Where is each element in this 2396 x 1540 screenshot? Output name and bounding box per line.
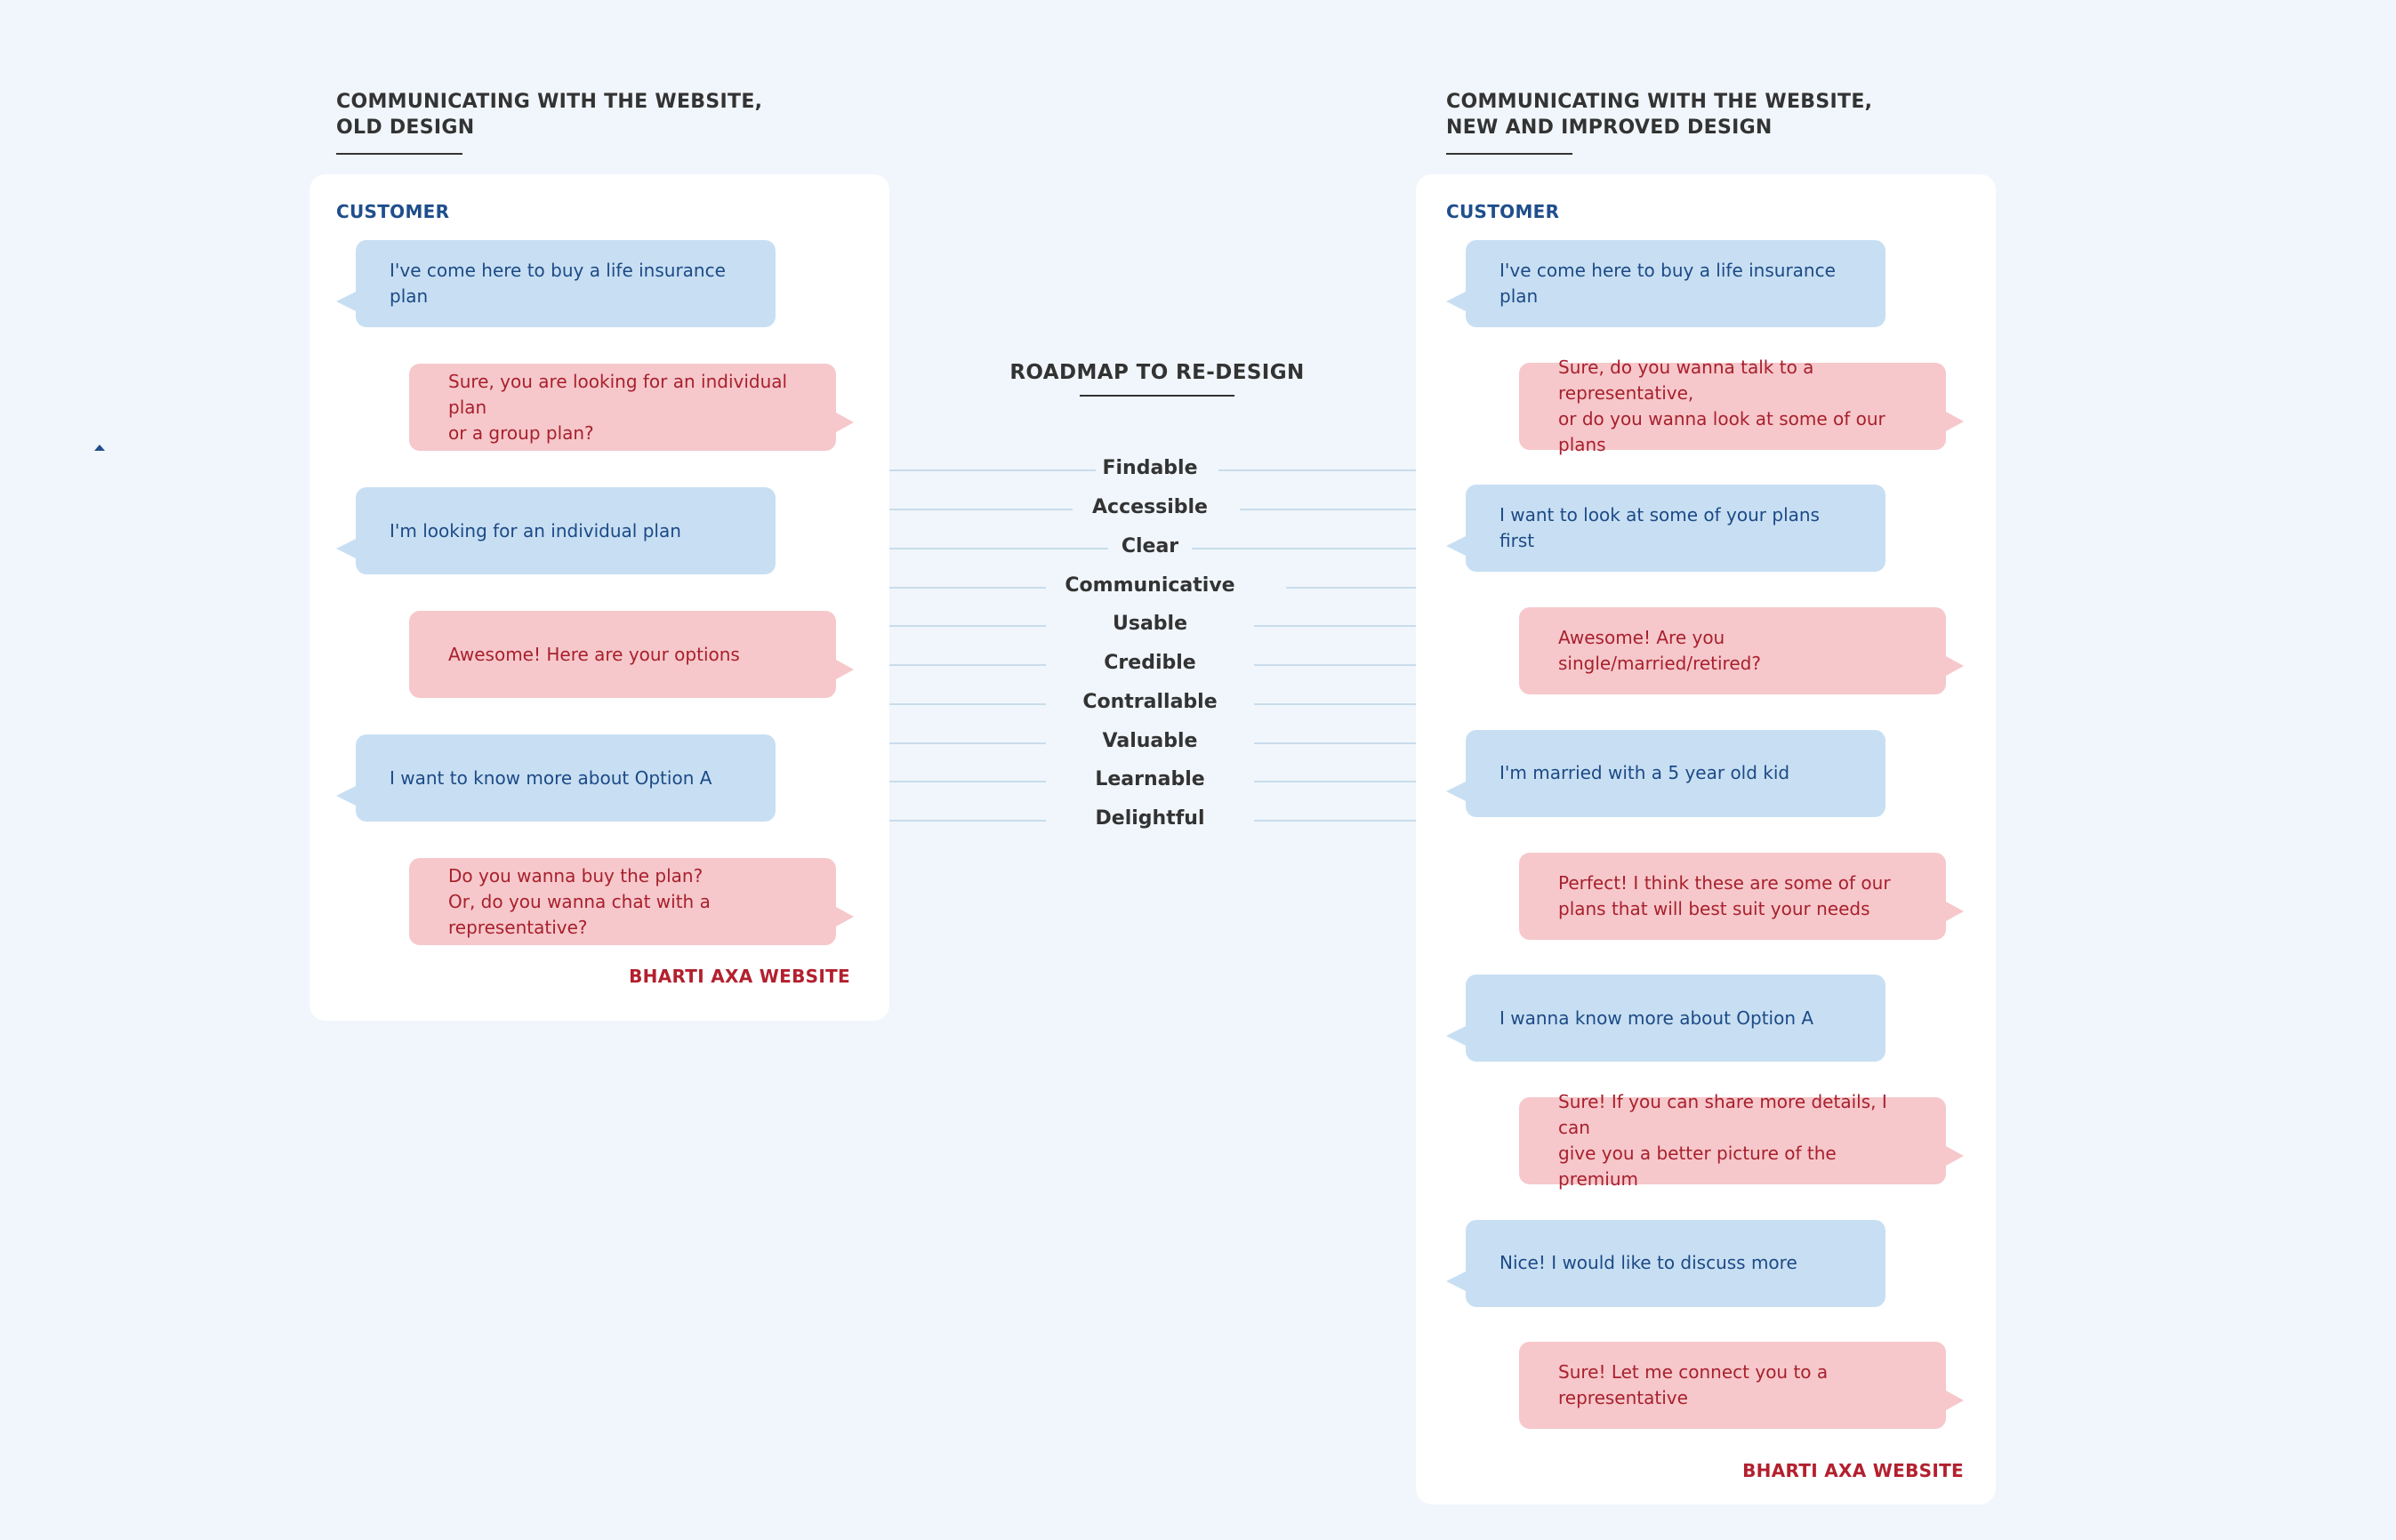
website-message: Do you wanna buy the plan? Or, do you wa… — [409, 858, 854, 945]
heading-underline — [336, 153, 462, 155]
customer-message: I've come here to buy a life insurance p… — [1446, 240, 1885, 327]
new-design-heading-line-1: COMMUNICATING WITH THE WEBSITE, — [1446, 91, 1873, 113]
roadmap-attribute: Valuable — [1102, 730, 1198, 752]
website-message: Sure! Let me connect you to a representa… — [1519, 1342, 1964, 1430]
customer-message: I'm looking for an individual plan — [336, 487, 776, 574]
roadmap-attribute: Credible — [1104, 652, 1196, 674]
old-design-heading: COMMUNICATING WITH THE WEBSITE, OLD DESI… — [336, 89, 762, 155]
new-design-heading: COMMUNICATING WITH THE WEBSITE, NEW AND … — [1446, 89, 1872, 155]
website-label: BHARTI AXA WEBSITE — [1742, 1460, 1964, 1481]
old-design-chat-card: CUSTOMER I've come here to buy a life in… — [310, 174, 889, 1021]
customer-message: I want to look at some of your plans fir… — [1446, 485, 1885, 573]
website-message: Sure, do you wanna talk to a representat… — [1519, 357, 1964, 455]
website-label: BHARTI AXA WEBSITE — [629, 966, 850, 987]
customer-message: I'm married with a 5 year old kid — [1446, 729, 1885, 817]
old-design-heading-line-1: COMMUNICATING WITH THE WEBSITE, — [336, 91, 763, 113]
roadmap-attribute: Delightful — [1095, 807, 1205, 830]
new-design-heading-line-2: NEW AND IMPROVED DESIGN — [1446, 116, 1773, 139]
caret-up-icon[interactable] — [94, 445, 105, 451]
roadmap-attribute: Clear — [1121, 535, 1179, 557]
customer-message: I want to know more about Option A — [336, 734, 776, 822]
roadmap-title-underline — [1080, 395, 1234, 397]
old-design-heading-line-2: OLD DESIGN — [336, 116, 475, 139]
customer-message: Nice! I would like to discuss more — [1446, 1219, 1885, 1307]
customer-label: CUSTOMER — [1446, 201, 1560, 222]
roadmap-attribute: Communicative — [1065, 574, 1235, 597]
website-message: Awesome! Here are your options — [409, 611, 854, 698]
customer-message: I wanna know more about Option A — [1446, 975, 1885, 1063]
roadmap-attribute: Learnable — [1095, 768, 1205, 790]
roadmap-attribute: Usable — [1112, 613, 1187, 635]
roadmap-attribute: Accessible — [1092, 496, 1208, 518]
website-message: Perfect! I think these are some of our p… — [1519, 852, 1964, 940]
roadmap-title: ROADMAP TO RE-DESIGN — [1005, 361, 1309, 397]
website-message: Awesome! Are you single/married/retired? — [1519, 607, 1964, 695]
roadmap-attribute: Contrallable — [1082, 691, 1218, 713]
roadmap-attribute: Findable — [1102, 457, 1198, 479]
roadmap-title-text: ROADMAP TO RE-DESIGN — [1009, 361, 1305, 384]
website-message: Sure, you are looking for an individual … — [409, 364, 854, 451]
customer-label: CUSTOMER — [336, 201, 450, 222]
new-design-chat-card: CUSTOMER I've come here to buy a life in… — [1416, 174, 1996, 1504]
customer-message: I've come here to buy a life insurance p… — [336, 240, 776, 327]
heading-underline — [1446, 153, 1572, 155]
